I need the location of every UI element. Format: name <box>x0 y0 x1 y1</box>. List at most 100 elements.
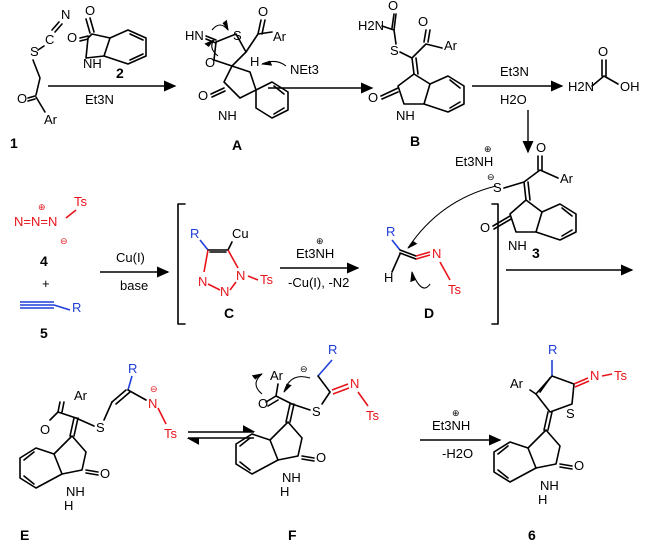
charge-plus: ⊕ <box>452 408 460 418</box>
bracket-right <box>491 203 499 325</box>
carbamic-acid: H2N O OH <box>568 44 640 94</box>
atom-o: O <box>17 91 27 106</box>
arrow-s-attack <box>407 185 497 249</box>
atom-nh: NH <box>66 484 85 499</box>
reagent-minus-h2o: -H2O <box>442 446 473 461</box>
atom-s: S <box>30 44 39 59</box>
label-intermediate-a: A <box>232 137 242 153</box>
label-product-6: 6 <box>528 527 536 543</box>
atom-n: N <box>236 268 245 283</box>
atom-et3nh: Et3NH <box>455 154 493 169</box>
atom-c: C <box>45 32 54 47</box>
intermediate-c: R Cu N N N Ts C <box>190 226 274 321</box>
atom-h: H <box>538 492 547 507</box>
compound-1: N C S O Ar 1 <box>10 7 70 151</box>
compound-5: R 5 <box>20 300 81 341</box>
atom-n: N <box>220 284 229 299</box>
atom-nh: NH <box>508 238 527 253</box>
atom-ar: Ar <box>270 368 284 383</box>
atom-o: O <box>388 0 398 13</box>
atom-o: O <box>40 422 50 437</box>
atom-o: O <box>85 3 95 18</box>
bracket-left <box>177 203 186 325</box>
atom-ts: Ts <box>74 194 88 209</box>
charge-plus: ⊕ <box>38 202 46 212</box>
reagent-et3nh: Et3NH <box>296 246 334 261</box>
atom-r: R <box>190 226 199 241</box>
atom-o: O <box>67 30 77 45</box>
label-intermediate-f: F <box>288 527 297 543</box>
atom-ts: Ts <box>614 368 628 383</box>
atom-o: O <box>368 90 378 105</box>
atom-hn: HN <box>185 28 204 43</box>
atom-n: N <box>590 368 599 383</box>
atom-s: S <box>96 420 105 435</box>
charge-minus: ⊖ <box>60 236 68 246</box>
atom-h: H <box>384 270 393 285</box>
reagent-h2o: H2O <box>500 92 527 107</box>
atom-o: O <box>205 55 215 70</box>
atom-r: R <box>548 342 557 357</box>
reagent-et3n: Et3N <box>85 92 114 107</box>
atom-s: S <box>312 404 321 419</box>
atom-o: O <box>480 220 490 235</box>
atom-azide: N=N=N <box>14 214 57 229</box>
label-compound-4: 4 <box>40 253 48 269</box>
atom-ar: Ar <box>44 112 58 127</box>
atom-s: S <box>390 43 399 58</box>
compound-3: Et3NH ⊕ ⊖ S O Ar O NH 3 <box>455 140 577 261</box>
atom-h2n: H2N <box>568 79 594 94</box>
atom-n: N <box>148 396 157 411</box>
atom-cu: Cu <box>232 226 249 241</box>
atom-o: O <box>316 450 326 465</box>
atom-nh: NH <box>83 56 102 71</box>
atom-r: R <box>328 342 337 357</box>
atom-h: H <box>280 484 289 499</box>
compound-4: N=N=N ⊕ ⊖ Ts 4 <box>14 194 88 269</box>
reagent-cu: Cu(I) <box>116 250 145 265</box>
atom-o: O <box>598 44 608 59</box>
atom-nh: NH <box>540 478 559 493</box>
atom-r: R <box>128 361 137 376</box>
charge-plus: ⊕ <box>316 236 324 246</box>
atom-o: O <box>574 458 584 473</box>
atom-o: O <box>100 466 110 481</box>
atom-nh: NH <box>218 108 237 123</box>
atom-n: N <box>61 7 70 22</box>
atom-ts: Ts <box>260 272 274 287</box>
atom-o: O <box>258 396 268 411</box>
atom-ar: Ar <box>560 171 574 186</box>
label-compound-2: 2 <box>116 65 124 81</box>
atom-o: O <box>198 88 208 103</box>
reagent-base: base <box>120 278 148 293</box>
atom-o: O <box>258 4 268 19</box>
compound-2: O O NH 2 <box>67 3 147 81</box>
atom-h2n: H2N <box>358 18 384 33</box>
label-compound-1: 1 <box>10 135 18 151</box>
label-compound-5: 5 <box>40 325 48 341</box>
intermediate-b: H2N O S O Ar O NH B <box>358 0 465 149</box>
atom-ts: Ts <box>448 282 462 297</box>
atom-o: O <box>418 14 428 29</box>
atom-ar: Ar <box>510 376 524 391</box>
atom-r: R <box>72 300 81 315</box>
atom-ar: Ar <box>444 38 458 53</box>
intermediate-a: HN S O O Ar H O NH A NEt3 <box>185 4 319 153</box>
atom-ar: Ar <box>74 388 88 403</box>
label-intermediate-e: E <box>20 527 29 543</box>
atom-h: H <box>64 498 73 513</box>
reagent-minus-cu-n2: -Cu(I), -N2 <box>288 275 349 290</box>
atom-o: O <box>536 140 546 155</box>
atom-n: N <box>198 274 207 289</box>
atom-nh: NH <box>282 470 301 485</box>
plus-sign: + <box>42 276 50 291</box>
intermediate-d: R N H Ts D <box>384 224 462 321</box>
atom-h: H <box>250 54 259 69</box>
reagent-et3nh: Et3NH <box>432 418 470 433</box>
atom-nh: NH <box>396 108 415 123</box>
charge-minus: ⊖ <box>487 172 495 182</box>
atom-s: S <box>233 28 242 43</box>
product-6: R N Ts S Ar O NH H 6 <box>493 342 628 543</box>
atom-oh: OH <box>620 79 640 94</box>
reagent-net3: NEt3 <box>290 62 319 77</box>
